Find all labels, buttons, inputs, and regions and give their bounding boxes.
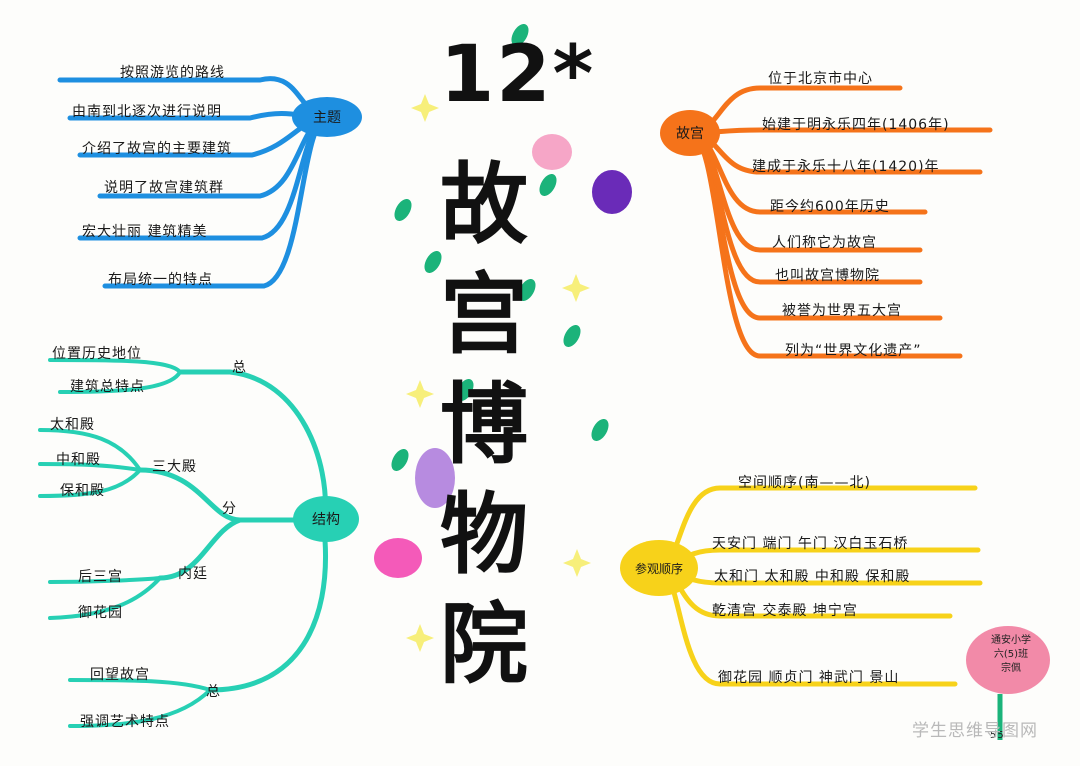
badge-flower-icon (966, 626, 1050, 694)
zhuti-item: 宏大壮丽 建筑精美 (82, 224, 208, 240)
jiegou-zong-top-label: 总 (232, 360, 247, 376)
jiegou-sanda-item: 太和殿 (50, 417, 95, 433)
star-icon (406, 380, 434, 408)
jiegou-sanda-label: 三大殿 (152, 459, 197, 475)
jiegou-branch (38, 468, 142, 498)
canguan-item: 太和门 太和殿 中和殿 保和殿 (714, 569, 911, 585)
star-icon (411, 94, 439, 122)
jiegou-neiting-item: 御花园 (78, 605, 123, 621)
star-icon (562, 274, 590, 302)
hub-jiegou: 结构 (293, 496, 359, 542)
badge-school: 通安小学 (991, 635, 1031, 646)
jiegou-neiting-item: 后三宫 (78, 569, 123, 585)
zhuti-item: 按照游览的路线 (120, 65, 225, 81)
jiegou-branch (68, 678, 212, 692)
jiegou-branch (38, 428, 142, 472)
hub-canguan: 参观顺序 (620, 540, 698, 596)
jiegou-branch (48, 576, 162, 620)
zhuti-item: 由南到北逐次进行说明 (72, 104, 222, 120)
leaf-icon (511, 24, 529, 46)
zhuti-item: 介绍了故宫的主要建筑 (82, 141, 232, 157)
canguan-item: 天安门 端门 午门 汉白玉石桥 (712, 536, 909, 552)
leaf-icon (563, 325, 581, 347)
gugong-item: 位于北京市中心 (768, 71, 873, 87)
leaf-icon (424, 251, 442, 273)
jiegou-sanda-item: 中和殿 (56, 452, 101, 468)
canguan-branch (657, 485, 978, 571)
gugong-item: 人们称它为故宫 (772, 235, 877, 251)
title-char-3: 博 (440, 372, 529, 476)
star-icon (406, 624, 434, 652)
student-badge: 通安小学 六(5)班 宗佩 (976, 634, 1046, 690)
flower-icon (532, 134, 572, 170)
jiegou-zong-top-item: 位置历史地位 (52, 346, 142, 362)
leaf-icon (591, 419, 609, 441)
zhuti-item: 布局统一的特点 (108, 272, 213, 288)
jiegou-zong-bottom-item: 回望故宫 (90, 667, 150, 683)
decorations (374, 24, 1050, 740)
leaf-icon (394, 199, 412, 221)
canguan-item: 乾清宫 交泰殿 坤宁宫 (712, 603, 858, 619)
leaf-icon (456, 379, 474, 401)
title-char-2: 宫 (440, 262, 529, 366)
gugong-item: 列为“世界文化遗产” (785, 343, 922, 359)
leaf-icon (518, 279, 536, 301)
title-char-4: 物 (440, 482, 529, 586)
jiegou-branch (157, 517, 243, 581)
leaf-icon (391, 449, 409, 471)
title-char-1: 故 (440, 152, 529, 256)
jiegou-zong-bottom-item: 强调艺术特点 (80, 714, 170, 730)
jiegou-branch (38, 462, 142, 472)
gugong-item: 被誉为世界五大宫 (782, 303, 902, 319)
flower-icon (374, 538, 422, 578)
title-char-5: 院 (440, 592, 529, 696)
gugong-item: 始建于明永乐四年(1406年) (762, 117, 950, 133)
jiegou-branch (48, 576, 162, 584)
jiegou-neiting-label: 内廷 (178, 566, 208, 582)
badge-number: 55 (990, 730, 1005, 741)
jiegou-sanda-item: 保和殿 (60, 483, 105, 499)
jiegou-zong-bottom-label: 总 (206, 684, 221, 700)
jiegou-branch (177, 369, 329, 523)
jiegou-fen-label: 分 (222, 501, 237, 517)
flower-icon (592, 170, 632, 214)
gugong-item: 也叫故宫博物院 (775, 268, 880, 284)
leaf-icon (539, 174, 557, 196)
jiegou-branch (48, 358, 182, 374)
jiegou-branch (137, 467, 298, 523)
canguan-item: 御花园 顺贞门 神武门 景山 (718, 670, 900, 686)
lesson-number: 12* (440, 30, 596, 120)
gugong-item: 建成于永乐十八年(1420)年 (752, 159, 940, 175)
flower-icon (415, 448, 455, 508)
star-icon (563, 549, 591, 577)
zhuti-item: 说明了故宫建筑群 (104, 180, 224, 196)
canguan-item: 空间顺序(南——北) (738, 475, 871, 491)
hub-gugong: 故宫 (660, 110, 720, 156)
badge-class: 六(5)班 (993, 649, 1029, 660)
jiegou-branch (68, 688, 212, 728)
badge-name: 宗佩 (1001, 663, 1021, 674)
jiegou-zong-top-item: 建筑总特点 (70, 379, 145, 395)
gugong-item: 距今约600年历史 (770, 199, 890, 215)
jiegou-branch (58, 370, 182, 394)
watermark: 学生思维导图网 (912, 721, 1038, 741)
jiegou-branch (207, 537, 329, 693)
hub-zhuti: 主题 (292, 97, 362, 137)
